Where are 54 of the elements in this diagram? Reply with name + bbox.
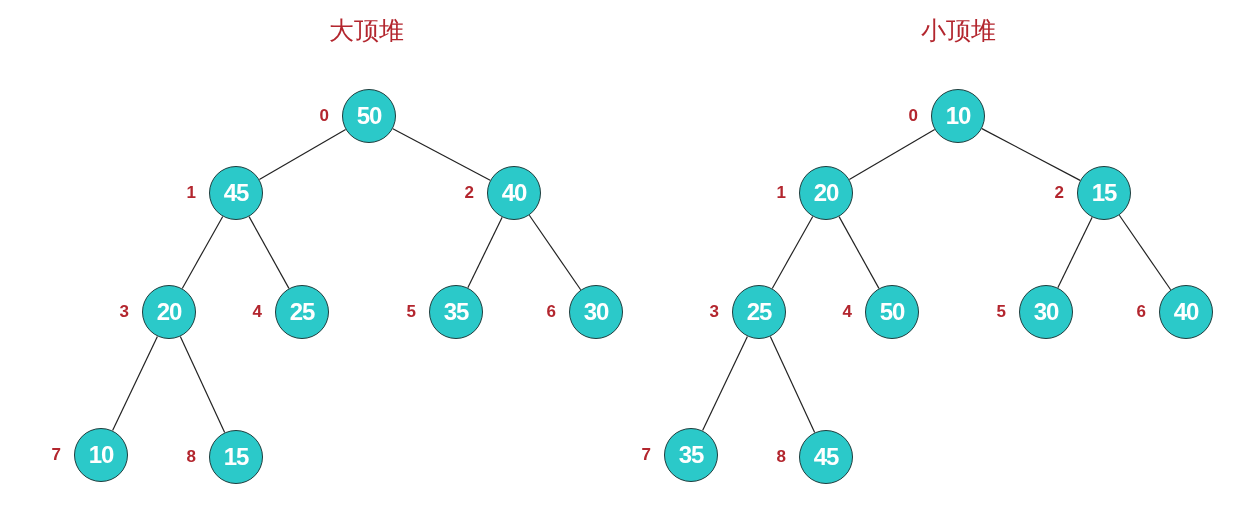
tree-edge <box>181 215 224 290</box>
heap-node: 50 <box>342 89 396 143</box>
heap-node: 45 <box>209 166 263 220</box>
index-label: 0 <box>319 106 329 126</box>
tree-edge <box>771 215 814 290</box>
tree-edge <box>769 335 816 434</box>
tree-edge <box>848 129 936 180</box>
tree-edge <box>838 216 880 289</box>
tree-edge <box>248 216 290 289</box>
index-label: 4 <box>842 302 852 322</box>
tree-edge <box>258 128 347 181</box>
tree-edge <box>1118 214 1172 291</box>
heap-node: 10 <box>931 89 985 143</box>
heap-node: 40 <box>487 166 541 220</box>
index-label: 1 <box>776 183 786 203</box>
index-label: 4 <box>252 302 262 322</box>
heap-node: 30 <box>1019 285 1073 339</box>
index-label: 6 <box>546 302 556 322</box>
tree-edge <box>1057 216 1093 289</box>
heap-node: 15 <box>1077 166 1131 220</box>
heap-node: 40 <box>1159 285 1213 339</box>
heap-node: 15 <box>209 430 263 484</box>
index-label: 1 <box>186 183 196 203</box>
tree-edge <box>981 128 1081 181</box>
tree-edge <box>528 214 582 291</box>
index-label: 7 <box>641 445 651 465</box>
heap-node: 30 <box>569 285 623 339</box>
heap-title: 大顶堆 <box>328 16 404 46</box>
heap-node: 25 <box>732 285 786 339</box>
index-label: 8 <box>186 447 196 467</box>
tree-edge <box>179 335 226 434</box>
tree-edge <box>112 335 158 432</box>
index-label: 3 <box>709 302 719 322</box>
heap-node: 25 <box>275 285 329 339</box>
index-label: 0 <box>908 106 918 126</box>
heap-node: 20 <box>142 285 196 339</box>
index-label: 8 <box>776 447 786 467</box>
index-label: 2 <box>1054 183 1064 203</box>
heap-node: 35 <box>429 285 483 339</box>
heap-title: 小顶堆 <box>920 16 996 46</box>
heap-node: 45 <box>799 430 853 484</box>
index-label: 5 <box>406 302 416 322</box>
tree-edge <box>702 335 748 432</box>
heap-node: 10 <box>74 428 128 482</box>
index-label: 6 <box>1136 302 1146 322</box>
index-label: 5 <box>996 302 1006 322</box>
index-label: 3 <box>119 302 129 322</box>
heap-node: 50 <box>865 285 919 339</box>
tree-edge <box>392 128 491 181</box>
index-label: 2 <box>464 183 474 203</box>
heap-node: 35 <box>664 428 718 482</box>
index-label: 7 <box>51 445 61 465</box>
heap-node: 20 <box>799 166 853 220</box>
tree-edge <box>467 216 503 289</box>
